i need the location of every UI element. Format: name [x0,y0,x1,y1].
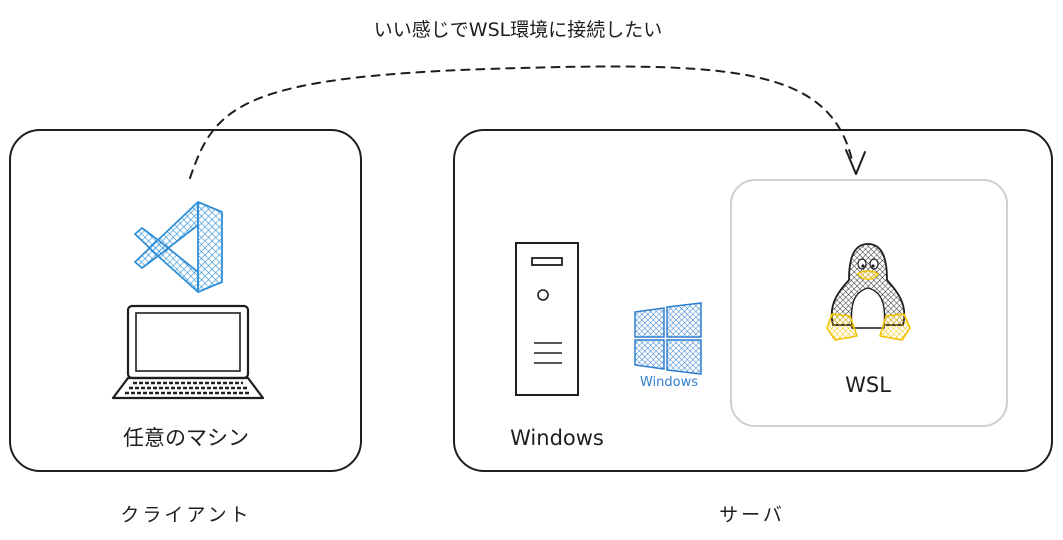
vscode-icon [134,201,223,293]
windows-logo-text: Windows [640,375,698,390]
connection-arrow [189,65,866,179]
wsl-label: WSL [845,373,891,397]
windows-logo-icon [634,302,702,375]
server-box [453,129,1053,472]
wsl-box [730,179,1008,427]
server-host-label: Windows [510,426,604,450]
laptop-icon [111,304,265,400]
client-box [9,129,362,472]
server-caption: サーバ [719,504,785,526]
diagram-title: いい感じでWSL環境に接続したい [374,19,662,41]
desktop-tower-icon [515,242,579,396]
tux-penguin-icon [826,243,911,341]
client-caption: クライアント [120,504,251,526]
client-machine-label: 任意のマシン [123,426,249,450]
